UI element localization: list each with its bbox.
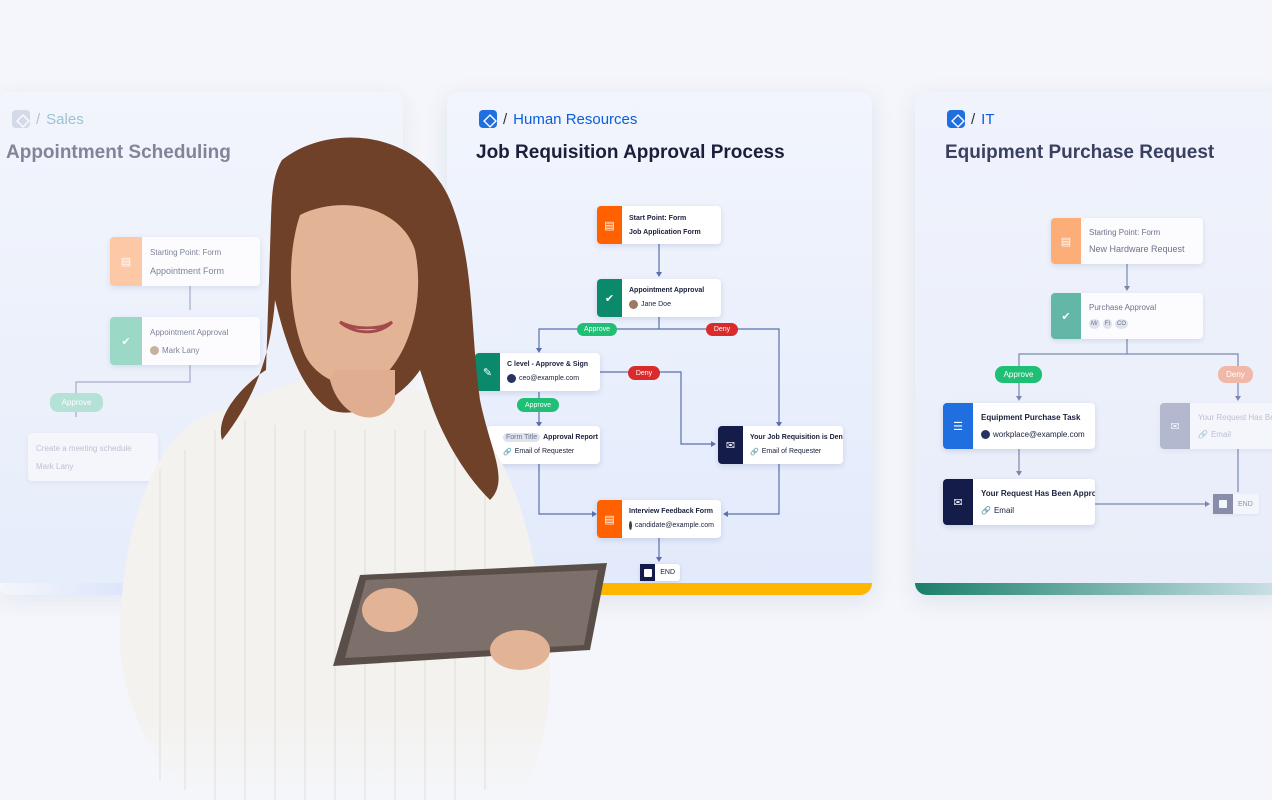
connectors — [1016, 264, 1241, 507]
workflow-node-denied-email[interactable]: ✉Your Request Has Bee🔗Email — [1160, 403, 1272, 449]
email-icon: ✉ — [1160, 403, 1190, 449]
link-icon: 🔗 — [750, 448, 759, 456]
card-accent-bar — [0, 583, 403, 595]
avatar: M/ — [1089, 319, 1100, 330]
approve-badge: Approve — [517, 398, 559, 412]
workflow-title: Job Requisition Approval Process — [476, 142, 785, 163]
approve-badge: Approve — [995, 366, 1042, 383]
email-icon: ✉ — [943, 479, 973, 525]
breadcrumb: /IT — [947, 110, 995, 128]
avatar — [629, 300, 638, 309]
card-accent-bar — [915, 583, 1272, 595]
approve-badge: Approve — [50, 393, 103, 412]
form-icon: ▤ — [597, 500, 622, 538]
category: Human Resources — [513, 110, 638, 128]
workflow-node-approved-email[interactable]: ✉Your Request Has Been Appro...🔗Email — [943, 479, 1095, 525]
card-accent-bar — [447, 583, 872, 595]
logo-icon — [947, 110, 965, 128]
approval-icon: ✔ — [1051, 293, 1081, 339]
stop-icon — [640, 564, 656, 581]
deny-badge: Deny — [1218, 366, 1253, 383]
user-icon — [507, 374, 516, 383]
form-icon: ▤ — [1051, 218, 1081, 264]
link-icon: 🔗 — [981, 506, 991, 515]
workflow-title: Appointment Scheduling — [6, 142, 231, 163]
form-icon: ▤ — [110, 237, 142, 286]
stop-icon — [1213, 494, 1233, 514]
it-workflow-card[interactable]: /IT Equipment Purchase Request ▤Starting… — [915, 92, 1272, 595]
avatar — [150, 345, 159, 355]
logo-icon — [479, 110, 497, 128]
hr-workflow-card[interactable]: /Human Resources Job Requisition Approva… — [447, 92, 872, 595]
deny-badge: Deny — [628, 366, 660, 380]
avatar — [629, 521, 632, 530]
link-icon: 🔗 — [503, 448, 512, 456]
workflow-title: Equipment Purchase Request — [945, 142, 1215, 163]
category: Sales — [46, 110, 84, 128]
email-icon: ✉ — [718, 426, 743, 464]
avatar: CO — [1115, 319, 1129, 330]
sales-workflow-card[interactable]: /Sales Appointment Scheduling ▤Starting … — [0, 92, 403, 595]
approve-badge: Approve — [577, 323, 617, 336]
user-icon — [981, 430, 990, 439]
sign-icon: ✎ — [475, 353, 500, 391]
deny-badge: Deny — [706, 323, 738, 336]
logo-icon — [12, 110, 30, 128]
breadcrumb: /Sales — [12, 110, 84, 128]
category: IT — [981, 110, 995, 128]
task-list-icon: ☰ — [943, 403, 973, 449]
approval-icon: ✔ — [597, 279, 622, 317]
avatar: FI — [1102, 319, 1113, 330]
workflow-node-denied-email[interactable]: ✉Your Job Requisition is Denied🔗Email of… — [718, 426, 843, 464]
breadcrumb: /Human Resources — [479, 110, 637, 128]
end-node[interactable]: END — [640, 564, 680, 581]
link-icon: 🔗 — [1198, 430, 1208, 439]
approval-icon: ✔ — [110, 317, 142, 365]
form-icon: ▤ — [597, 206, 622, 244]
end-node[interactable]: END — [1213, 494, 1259, 514]
